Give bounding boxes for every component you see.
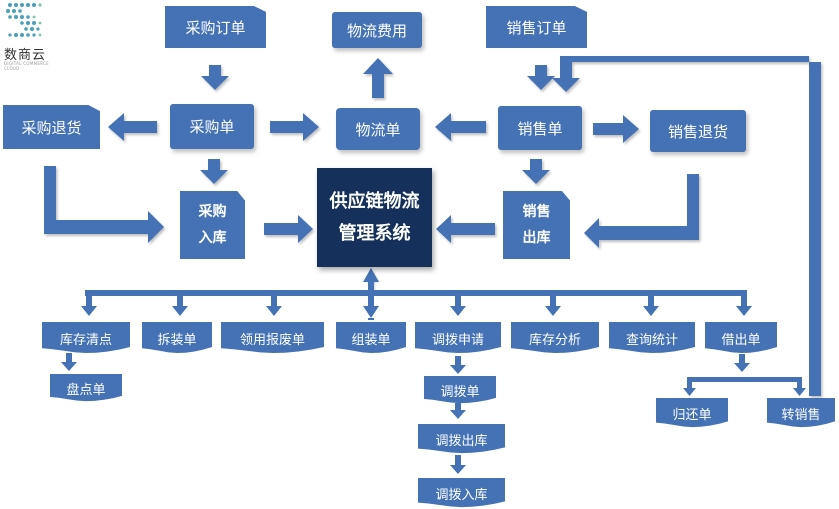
drop-analysis <box>545 296 561 316</box>
node-sales-return: 销售退货 <box>650 110 746 152</box>
module-bus <box>85 290 747 296</box>
arrow-sales-to-outbound <box>522 159 550 184</box>
center-system-box: 供应链物流 管理系统 <box>317 168 432 267</box>
drop-stocktake <box>81 296 97 316</box>
node-purchase-order: 采购订单 <box>165 6 266 48</box>
split-bar <box>687 377 802 382</box>
node-purchase-doc: 采购单 <box>170 104 254 149</box>
node-transfer-doc: 调拨单 <box>424 376 496 404</box>
drop-query <box>643 296 659 316</box>
arrow-purchase-to-logistics <box>270 113 319 141</box>
module-query-stats: 查询统计 <box>609 322 695 354</box>
arrow-to-transfer-doc <box>450 356 466 374</box>
node-to-sales: 转销售 <box>767 398 835 428</box>
arrow-center-down <box>363 294 379 318</box>
arrow-outbound-to-center <box>436 215 495 243</box>
node-purchase-return: 采购退货 <box>3 105 100 149</box>
drop-assembly <box>368 318 374 320</box>
arrow-to-purchase-return <box>108 113 157 141</box>
logo-dots-icon <box>6 3 42 37</box>
node-stocktake-doc: 盘点单 <box>50 374 122 402</box>
center-title-line2: 管理系统 <box>338 222 411 244</box>
node-transfer-in: 调拨入库 <box>418 478 505 508</box>
node-sales-doc: 销售单 <box>498 106 582 150</box>
node-sales-outbound: 销售 出库 <box>503 191 570 259</box>
module-transfer-request: 调拨申请 <box>415 322 501 354</box>
module-assembly: 组装单 <box>336 322 406 354</box>
node-sales-order: 销售订单 <box>486 6 587 48</box>
arrow-inbound-to-center <box>264 215 313 243</box>
center-title-line1: 供应链物流 <box>329 190 420 212</box>
module-stocktake: 库存清点 <box>42 322 130 354</box>
sales-outbound-line1: 销售 <box>522 204 551 220</box>
arrow-to-return-doc <box>683 382 696 396</box>
node-transfer-out: 调拨出库 <box>418 424 505 454</box>
purchase-inbound-line2: 入库 <box>198 230 227 246</box>
node-logistics-fee: 物流费用 <box>332 12 422 48</box>
node-logistics-doc: 物流单 <box>336 108 420 150</box>
brand-tagline: DIGITAL COMMERCE CLOUD <box>4 61 49 71</box>
arrow-sales-order-down <box>527 65 555 90</box>
module-loan-out: 借出单 <box>705 322 777 354</box>
node-purchase-inbound: 采购 入库 <box>180 191 245 259</box>
arrow-to-transfer-out <box>450 403 466 419</box>
drop-requisition <box>266 296 282 316</box>
brand-name: 数商云 <box>4 48 47 63</box>
arrow-loan-down <box>734 354 750 372</box>
arrow-purchase-order-down <box>201 65 229 90</box>
drop-disassembly <box>172 296 188 316</box>
sales-outbound-line2: 出库 <box>522 230 551 246</box>
arrow-logistics-fee-up <box>363 58 393 98</box>
purchase-inbound-line1: 采购 <box>198 204 227 220</box>
arrow-to-transfer-sales <box>793 382 806 396</box>
arrow-to-sales-return <box>593 115 639 143</box>
arrow-salesreturn-to-outbound <box>584 174 699 248</box>
arrow-return-to-inbound <box>44 166 164 243</box>
drop-transfer <box>450 296 466 316</box>
arrow-to-stocktake-doc <box>61 353 77 371</box>
node-return-doc: 归还单 <box>656 398 728 428</box>
arrow-to-transfer-in <box>450 455 466 474</box>
arrow-sales-to-logistics <box>435 113 486 141</box>
module-inventory-analysis: 库存分析 <box>511 322 599 354</box>
arrow-center-up <box>363 268 379 294</box>
drop-loan <box>736 296 752 316</box>
arrow-purchase-to-inbound <box>200 159 228 184</box>
module-disassembly: 拆装单 <box>142 322 212 354</box>
brand-logo: 数商云 DIGITAL COMMERCE CLOUD <box>0 0 60 71</box>
module-requisition: 领用报废单 <box>221 322 324 354</box>
